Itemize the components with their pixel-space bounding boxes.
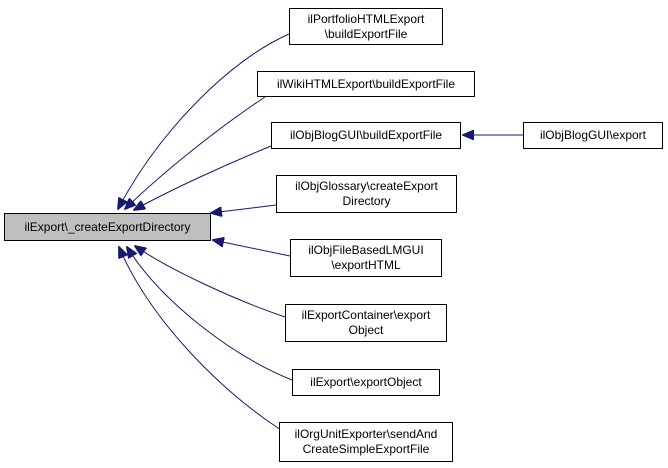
- node-label-line-1: ilWikiHTMLExport\buildExportFile: [276, 76, 456, 91]
- edge-wiki-to-root: [125, 96, 266, 209]
- node-wiki-html-export[interactable]: ilWikiHTMLExport\buildExportFile: [257, 71, 475, 97]
- node-obj-blog-gui-export[interactable]: ilObjBlogGUI\export: [523, 122, 663, 149]
- edges: [118, 33, 523, 431]
- node-label-line-1: ilObjBlogGUI\buildExportFile: [289, 128, 443, 142]
- node-obj-blog-gui-build[interactable]: ilObjBlogGUI\buildExportFile: [271, 122, 461, 149]
- node-label-line-2: Object: [348, 323, 384, 337]
- node-label-line-2: Directory: [342, 194, 391, 208]
- edge-glossary-to-root: [211, 204, 277, 213]
- node-label-line-1: ilObjGlossary\createExport: [295, 179, 438, 193]
- node-org-unit-exporter[interactable]: ilOrgUnitExporter\sendAnd CreateSimpleEx…: [279, 422, 453, 462]
- node-label-line-1: ilExport\exportObject: [310, 375, 422, 389]
- node-label-line-2: \exportHTML: [331, 258, 401, 272]
- edge-portfolio-to-root: [118, 33, 290, 209]
- edge-orgunit-to-root: [119, 247, 282, 431]
- node-export-container[interactable]: ilExportContainer\export Object: [285, 304, 447, 342]
- node-label-line-1: ilObjFileBasedLMGUI: [308, 243, 424, 257]
- node-export-object[interactable]: ilExport\exportObject: [292, 369, 440, 396]
- node-label-line-2: CreateSimpleExportFile: [302, 442, 430, 456]
- edge-exportobject-to-root: [127, 247, 293, 381]
- node-createexportdirectory[interactable]: ilExport\_createExportDirectory: [4, 213, 211, 241]
- edge-container-to-root: [135, 246, 286, 318]
- node-label-line-1: ilExport\_createExportDirectory: [24, 219, 191, 234]
- node-obj-glossary[interactable]: ilObjGlossary\createExport Directory: [276, 175, 457, 213]
- node-obj-file-based-lm-gui[interactable]: ilObjFileBasedLMGUI \exportHTML: [290, 239, 442, 277]
- node-label-line-2: \buildExportFile: [324, 26, 408, 41]
- node-portfolio-html-export[interactable]: ilPortfolioHTMLExport \buildExportFile: [289, 8, 443, 45]
- node-label-line-1: ilPortfolioHTMLExport: [307, 11, 425, 26]
- node-label-line-1: ilExportContainer\export: [301, 308, 431, 322]
- node-label-line-1: ilObjBlogGUI\export: [539, 128, 647, 142]
- node-label-line-1: ilOrgUnitExporter\sendAnd: [294, 427, 438, 441]
- edge-filebased-to-root: [213, 240, 291, 257]
- edge-blog-to-root: [134, 145, 272, 210]
